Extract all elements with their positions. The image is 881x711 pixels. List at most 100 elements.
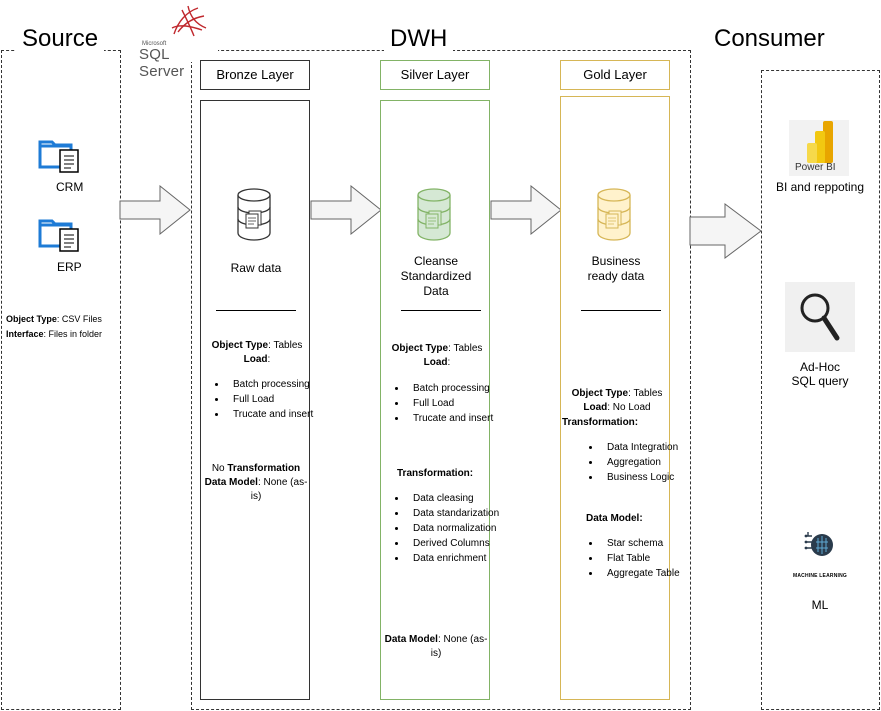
folder-file-icon <box>38 219 79 252</box>
gold-transformation-heading: Transformation: <box>562 416 638 430</box>
list-item: Batch processing <box>407 382 497 396</box>
silver-object-type-key: Object Type <box>391 343 449 354</box>
erp-label: ERP <box>57 260 82 274</box>
list-item: Data cleasing <box>407 492 503 506</box>
sql-server-product: SQL Server <box>139 46 185 80</box>
silver-transformation-list: Data cleasing Data standarization Data n… <box>393 492 503 567</box>
silver-title: Cleanse Standardized Data <box>400 254 472 298</box>
bronze-load-list: Batch processing Full Load Trucate and i… <box>213 378 317 423</box>
bronze-load-key: Load <box>243 354 268 365</box>
sql-server-vendor: Microsoft <box>142 41 167 47</box>
list-item: Trucate and insert <box>227 408 317 422</box>
silver-data-model-key: Data Model <box>384 634 438 645</box>
gold-data-model-list: Star schema Flat Table Aggregate Table <box>587 537 685 582</box>
list-item: Trucate and insert <box>407 412 497 426</box>
list-item: Star schema <box>601 537 685 551</box>
silver-transformation-heading: Transformation: <box>397 467 473 481</box>
erp-source: ERP <box>36 217 96 281</box>
bronze-data-model: Data Model: None (as-is) <box>202 476 310 504</box>
adhoc-label-line1: Ad-Hoc <box>799 360 840 374</box>
bronze-layer-header: Bronze Layer <box>200 60 310 90</box>
magnifier-tile <box>785 282 855 352</box>
list-item: Data normalization <box>407 522 503 536</box>
list-item: Data standarization <box>407 507 503 521</box>
bronze-title: Raw data <box>230 261 282 275</box>
brain-chip-icon <box>804 532 833 556</box>
adhoc-label-line2: SQL query <box>791 374 849 388</box>
bronze-object-type-key: Object Type <box>211 340 269 351</box>
ml-consumer: MACHINE LEARNING ML <box>770 528 870 612</box>
gold-layer-header: Gold Layer <box>560 60 670 90</box>
sql-server-swirl-icon <box>171 5 207 37</box>
power-bi-icon <box>807 121 833 163</box>
list-item: Aggregate Table <box>601 567 685 581</box>
list-item: Flat Table <box>601 552 685 566</box>
crm-label: CRM <box>56 180 84 194</box>
source-title: Source <box>16 25 105 53</box>
list-item: Batch processing <box>227 378 317 392</box>
silver-load-list: Batch processing Full Load Trucate and i… <box>393 382 497 427</box>
gold-layer-box: Business ready data Object Type: Tables … <box>560 96 680 700</box>
magnifier-icon <box>800 293 840 341</box>
gold-title: Business ready data <box>587 254 645 283</box>
gold-transformation-key: Transformation: <box>562 417 639 428</box>
silver-data-model-value: : None (as-is) <box>430 634 488 659</box>
power-bi-brand: Power BI <box>795 162 836 173</box>
silver-layer-box: Cleanse Standardized Data Object Type: T… <box>380 100 499 700</box>
bronze-data-model-key: Data Model <box>204 477 258 488</box>
silver-data-model: Data Model: None (as-is) <box>382 633 490 661</box>
gold-object-type: Object Type: Tables Load: No Load <box>565 387 669 415</box>
list-item: Full Load <box>227 393 317 407</box>
arrow-silver-to-gold <box>490 185 562 235</box>
ml-caption: MACHINE LEARNING <box>792 573 848 579</box>
list-item: Data Integration <box>601 441 685 455</box>
gold-transformation-list: Data Integration Aggregation Business Lo… <box>587 441 685 486</box>
gold-data-model-heading: Data Model: <box>586 512 643 526</box>
gold-data-model-key: Data Model: <box>586 513 643 524</box>
list-item: Aggregation <box>601 456 685 470</box>
gold-load-key: Load <box>583 402 608 413</box>
power-bi-tile: Power BI <box>789 120 849 176</box>
gold-object-type-value: : Tables <box>628 388 663 399</box>
power-bi-label: BI and reppoting <box>775 180 865 194</box>
gold-object-type-key: Object Type <box>571 388 629 399</box>
list-item: Data enrichment <box>407 552 503 566</box>
arrow-source-to-bronze <box>119 185 191 235</box>
arrow-gold-to-consumer <box>689 203 762 259</box>
bronze-transformation-prefix: No <box>211 463 228 474</box>
sql-server-logo: Microsoft SQL Server <box>138 4 218 80</box>
database-icon <box>417 188 451 241</box>
list-item: Full Load <box>407 397 497 411</box>
adhoc-consumer: Ad-Hoc SQL query <box>770 282 870 392</box>
gold-divider <box>581 310 661 311</box>
consumer-container <box>761 70 880 710</box>
consumer-title: Consumer <box>708 25 831 53</box>
object-type-value: : CSV Files <box>56 314 102 324</box>
bronze-object-type-value: : Tables <box>268 340 303 351</box>
silver-load-key: Load <box>423 357 448 368</box>
bronze-transformation-key: Transformation <box>227 463 301 474</box>
crm-source: CRM <box>36 138 96 202</box>
dwh-title: DWH <box>384 25 454 53</box>
gold-load-value: : No Load <box>607 402 651 413</box>
interface-value: : Files in folder <box>43 329 103 339</box>
bronze-transformation: No Transformation <box>201 462 311 476</box>
bronze-object-type: Object Type: Tables Load: <box>205 339 309 367</box>
interface-key: Interface <box>6 329 44 339</box>
database-icon <box>237 188 271 241</box>
silver-object-type: Object Type: Tables Load: <box>385 342 489 370</box>
arrow-bronze-to-silver <box>310 185 382 235</box>
list-item: Derived Columns <box>407 537 503 551</box>
bronze-layer-box: Raw data Object Type: Tables Load: Batch… <box>200 100 313 700</box>
list-item: Business Logic <box>601 471 685 485</box>
bronze-divider <box>216 310 296 311</box>
bronze-data-model-value: : None (as-is) <box>250 477 308 502</box>
silver-layer-header: Silver Layer <box>380 60 490 90</box>
silver-divider <box>401 310 481 311</box>
source-details: Object Type: CSV Files Interface: Files … <box>6 312 120 342</box>
object-type-key: Object Type <box>6 314 57 324</box>
silver-load-suffix: : <box>447 357 451 368</box>
ml-label: ML <box>811 598 829 612</box>
power-bi-consumer: Power BI BI and reppoting <box>770 118 870 198</box>
bronze-load-suffix: : <box>267 354 271 365</box>
